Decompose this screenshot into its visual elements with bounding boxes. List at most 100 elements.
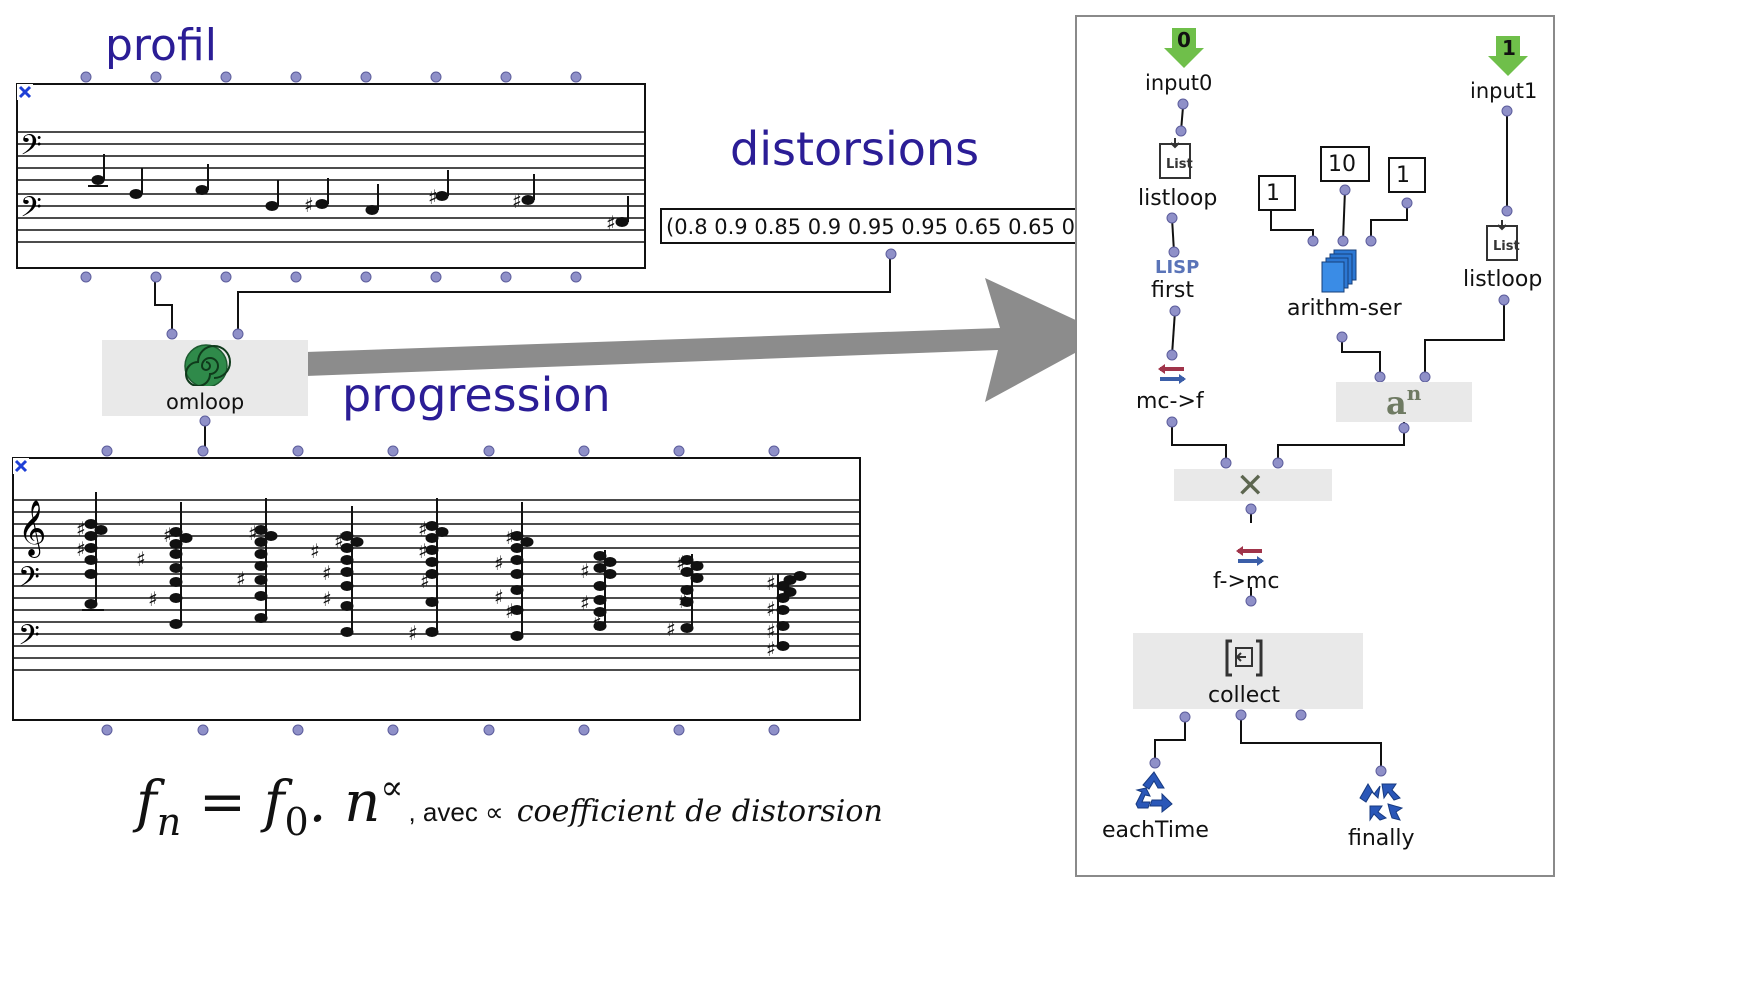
svg-text:♯: ♯ (322, 587, 332, 611)
formula-avec: , avec ∝ (408, 797, 504, 827)
profil-score[interactable]: 𝄢 𝄢 ♯ ♯ ♯ ♯ (0, 60, 660, 290)
svg-text:♯: ♯ (304, 193, 314, 217)
patch-connections (1149, 98, 1513, 777)
listloop-left-label: listloop (1138, 186, 1218, 211)
listloop-right-label: listloop (1463, 267, 1543, 292)
formula-equals: = (181, 770, 264, 835)
svg-text:♯: ♯ (505, 599, 515, 623)
finally-label: finally (1348, 826, 1415, 851)
collect-label: collect (1208, 683, 1281, 708)
multiply-box[interactable] (1174, 469, 1332, 501)
svg-text:♯: ♯ (580, 591, 590, 615)
arithm-ser-label: arithm-ser (1287, 296, 1402, 321)
svg-text:♯: ♯ (408, 621, 418, 645)
power-sup: n (1406, 381, 1422, 405)
down-arrow-icon[interactable] (1164, 28, 1204, 70)
svg-text:♯: ♯ (163, 523, 173, 547)
svg-text:♯: ♯ (766, 571, 776, 595)
svg-text:♯: ♯ (310, 539, 320, 563)
formula-f0: f (263, 770, 285, 835)
svg-text:♯: ♯ (766, 597, 776, 621)
chord-clusters (82, 492, 807, 651)
input1-number: 1 (1502, 36, 1516, 60)
distortion-outlet[interactable] (884, 247, 898, 261)
f-to-mc-label: f->mc (1213, 569, 1280, 594)
svg-text:♯: ♯ (494, 585, 504, 609)
multiply-icon: ✕ (1236, 466, 1265, 506)
formula-alpha-sup: ∝ (380, 768, 404, 808)
svg-text:♯: ♯ (505, 525, 515, 549)
svg-text:♯: ♯ (676, 551, 686, 575)
progression-heading: progression (342, 368, 611, 422)
big-arrow (306, 278, 1108, 402)
profil-heading: profil (105, 20, 217, 71)
formula-dot-n: . n (308, 770, 381, 835)
stacked-pages-icon[interactable] (1320, 248, 1366, 294)
formula-desc: coefficient de distorsion (516, 794, 883, 829)
svg-text:♯: ♯ (76, 517, 86, 541)
formula-zero-sub: 0 (284, 800, 309, 844)
distorsions-heading: distorsions (730, 122, 980, 176)
svg-text:♯: ♯ (248, 521, 258, 545)
svg-text:𝄢: 𝄢 (18, 619, 40, 659)
formula: fn = f0. n∝ , avec ∝ coefficient de dist… (136, 768, 883, 844)
omloop-inlets (166, 328, 244, 386)
svg-text:♯: ♯ (418, 539, 428, 563)
distortion-list-box[interactable]: (0.8 0.9 0.85 0.9 0.95 0.95 0.65 0.65 0.… (660, 208, 1124, 244)
svg-text:♯: ♯ (322, 561, 332, 585)
close-icon[interactable] (13, 458, 29, 474)
svg-text:♯: ♯ (148, 587, 158, 611)
svg-text:♯: ♯ (766, 619, 776, 643)
close-icon[interactable] (17, 84, 33, 100)
conversion-arrows-icon[interactable] (1156, 362, 1188, 386)
input0-number: 0 (1177, 28, 1191, 52)
spiral-icon (184, 344, 231, 386)
power-box[interactable] (1336, 382, 1472, 422)
svg-text:♯: ♯ (766, 637, 776, 661)
svg-text:♯: ♯ (580, 559, 590, 583)
down-arrow-icon[interactable] (1488, 36, 1528, 78)
collect-icon (1225, 639, 1263, 677)
svg-text:♯: ♯ (76, 537, 86, 561)
omloop-label: omloop (166, 390, 245, 414)
power-icon: an (1386, 381, 1422, 422)
input1-label: input1 (1470, 79, 1538, 103)
svg-text:♯: ♯ (494, 551, 504, 575)
svg-text:♯: ♯ (428, 185, 438, 209)
svg-text:♯: ♯ (666, 617, 676, 641)
omloop-outlet (199, 415, 211, 427)
eachtime-label: eachTime (1102, 818, 1209, 843)
svg-text:𝄢: 𝄢 (20, 191, 42, 231)
svg-text:♯: ♯ (606, 211, 616, 235)
input0-label: input0 (1145, 71, 1213, 95)
list-icon[interactable]: List (1485, 220, 1521, 264)
number-box-c[interactable]: 1 (1388, 157, 1426, 193)
collect-box[interactable] (1133, 633, 1363, 709)
number-box-b[interactable]: 10 (1320, 146, 1370, 182)
svg-text:List: List (1166, 157, 1193, 172)
svg-text:♯: ♯ (136, 547, 146, 571)
progression-score[interactable]: 𝄞 𝄢 𝄢 ♯♯ ♯♯♯ ♯♯ ♯♯♯♯ ♯♯♯♯ ♯♯♯♯ ♯♯♯ (0, 440, 880, 750)
list-icon[interactable]: List (1158, 138, 1194, 182)
svg-text:♯: ♯ (512, 189, 522, 213)
finally-icon[interactable] (1356, 778, 1406, 824)
mc-to-f-label: mc->f (1136, 389, 1204, 414)
accidentals: ♯♯ ♯♯♯ ♯♯ ♯♯♯♯ ♯♯♯♯ ♯♯♯♯ ♯♯♯ ♯♯♯ ♯♯♯♯ (76, 517, 776, 661)
recycle-icon[interactable] (1130, 768, 1178, 816)
svg-text:♯: ♯ (236, 567, 246, 591)
svg-text:♯: ♯ (418, 517, 428, 541)
svg-text:♯: ♯ (592, 611, 602, 635)
formula-f: f (136, 770, 157, 835)
svg-text:𝄢: 𝄢 (18, 561, 40, 601)
distortion-list-text: (0.8 0.9 0.85 0.9 0.95 0.95 0.65 0.65 0.… (666, 215, 1117, 239)
svg-text:♯: ♯ (420, 569, 430, 593)
power-symbol: a (1386, 384, 1407, 422)
svg-text:♯: ♯ (678, 589, 688, 613)
number-box-a[interactable]: 1 (1258, 175, 1296, 211)
svg-text:List: List (1493, 239, 1520, 254)
formula-n-sub: n (156, 800, 182, 844)
svg-text:𝄢: 𝄢 (20, 129, 42, 169)
svg-text:𝄞: 𝄞 (18, 500, 46, 558)
first-label: first (1151, 278, 1194, 303)
conversion-arrows-icon[interactable] (1234, 544, 1266, 568)
